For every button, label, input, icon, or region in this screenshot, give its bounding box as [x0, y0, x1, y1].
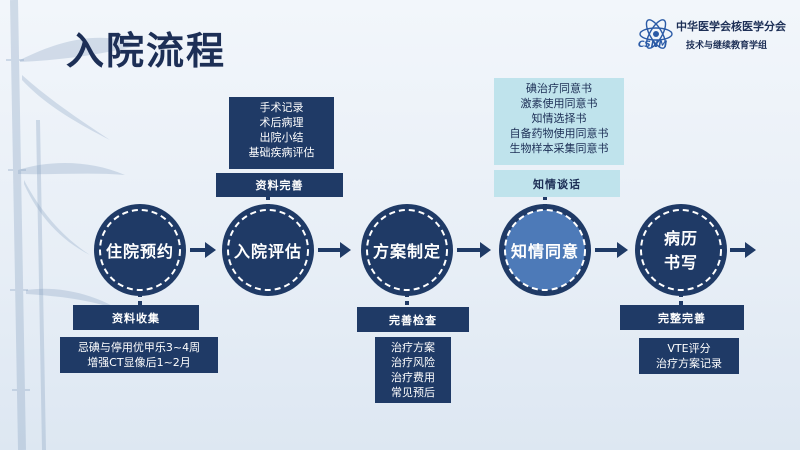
- detail-line: 术后病理: [259, 116, 304, 129]
- detail-line: 忌碘与停用优甲乐3~4周: [77, 341, 201, 354]
- detail-line: 治疗风险: [391, 356, 435, 369]
- reservation-label-box: 资料收集: [73, 305, 199, 330]
- stage-label-reservation: 住院预约: [105, 242, 174, 261]
- stage-circle-record: [635, 204, 727, 296]
- flow-arrow: [457, 242, 491, 258]
- detail-line: 治疗方案: [391, 341, 435, 354]
- consent-label-box: 知情谈话: [494, 170, 620, 197]
- stage-circle-plan: [361, 204, 453, 296]
- org-logo: CSNM 中华医学会核医学分会 技术与继续教育学组: [636, 16, 796, 60]
- stage-circle-reservation: [94, 204, 186, 296]
- detail-line: VTE评分: [667, 342, 711, 355]
- atom-logo-icon: [639, 19, 673, 49]
- detail-line: 生物样本采集同意书: [509, 142, 609, 155]
- flow-arrow: [730, 242, 756, 258]
- detail-line: 增强CT显像后1~2月: [87, 356, 191, 369]
- detail-line: 自备药物使用同意书: [509, 127, 609, 140]
- detail-line: 治疗费用: [391, 371, 435, 384]
- plan-label-box: 完善检查: [357, 307, 469, 332]
- record-details-box: VTE评分 治疗方案记录: [639, 338, 739, 374]
- detail-line: 常见预后: [391, 386, 435, 399]
- stage-circle-assessment: [222, 204, 314, 296]
- stage-label-record-line1: 病历: [663, 229, 698, 248]
- assessment-details-box: 手术记录 术后病理 出院小结 基础疾病评估: [229, 97, 334, 169]
- consent-details-box: 碘治疗同意书 激素使用同意书 知情选择书 自备药物使用同意书 生物样本采集同意书: [494, 78, 624, 165]
- detail-line: 手术记录: [259, 101, 304, 114]
- reservation-details-box: 忌碘与停用优甲乐3~4周 增强CT显像后1~2月: [60, 337, 218, 373]
- flow-arrow: [190, 242, 216, 258]
- stage-label-consent: 知情同意: [510, 242, 579, 261]
- detail-line: 激素使用同意书: [520, 97, 598, 110]
- logo-abbreviation: CSNM: [638, 40, 668, 50]
- detail-line: 治疗方案记录: [656, 357, 722, 370]
- page-title: 入院流程: [66, 29, 227, 73]
- detail-line: 知情选择书: [531, 112, 587, 125]
- bamboo-decoration: [6, 0, 140, 450]
- detail-line: 基础疾病评估: [248, 146, 315, 159]
- flow-arrow: [595, 242, 628, 258]
- stage-circle-consent: [499, 204, 591, 296]
- detail-line: 碘治疗同意书: [526, 82, 592, 95]
- detail-line: 出院小结: [259, 131, 304, 144]
- logo-org-name: 中华医学会核医学分会: [676, 20, 786, 33]
- stage-label-record-line2: 书写: [663, 253, 698, 272]
- assessment-label-box: 资料完善: [216, 173, 343, 197]
- logo-group-name: 技术与继续教育学组: [686, 41, 768, 51]
- stage-label-assessment: 入院评估: [233, 242, 302, 261]
- plan-details-box: 治疗方案 治疗风险 治疗费用 常见预后: [375, 337, 451, 403]
- record-label-box: 完整完善: [620, 305, 744, 330]
- stage-label-plan: 方案制定: [372, 242, 441, 261]
- flow-arrow: [318, 242, 351, 258]
